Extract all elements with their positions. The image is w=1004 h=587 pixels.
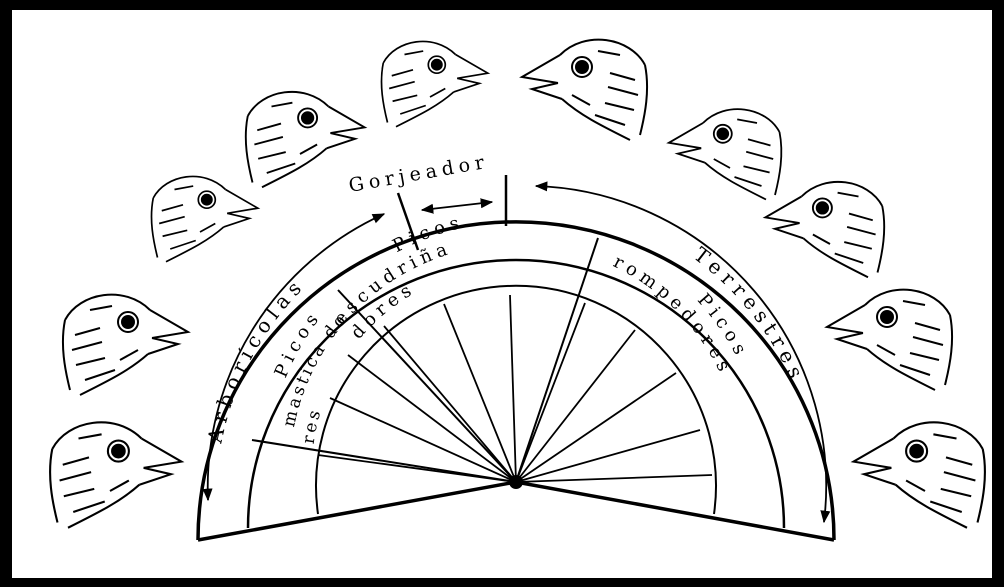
finch-head-8: [765, 182, 884, 277]
finch-head-3: [151, 176, 257, 261]
fan-center: [509, 475, 523, 489]
finch-head-1: [50, 422, 181, 527]
bird-heads: [50, 40, 985, 528]
finch-head-9: [827, 290, 952, 390]
finch-head-2: [63, 295, 188, 395]
diagram-frame: Gorjeador Arborícolas Terrestres Picos e…: [12, 10, 992, 578]
label-gorjeador: Gorjeador: [347, 151, 491, 197]
finch-head-4: [246, 92, 365, 187]
finch-head-6: [522, 40, 647, 140]
finch-head-5: [381, 41, 487, 126]
finch-head-7: [669, 109, 782, 199]
finch-head-10: [854, 422, 985, 527]
label-picos-escudrinadores-2: escudriña: [330, 238, 455, 330]
finch-beak-diagram: Gorjeador Arborícolas Terrestres Picos e…: [12, 10, 992, 578]
